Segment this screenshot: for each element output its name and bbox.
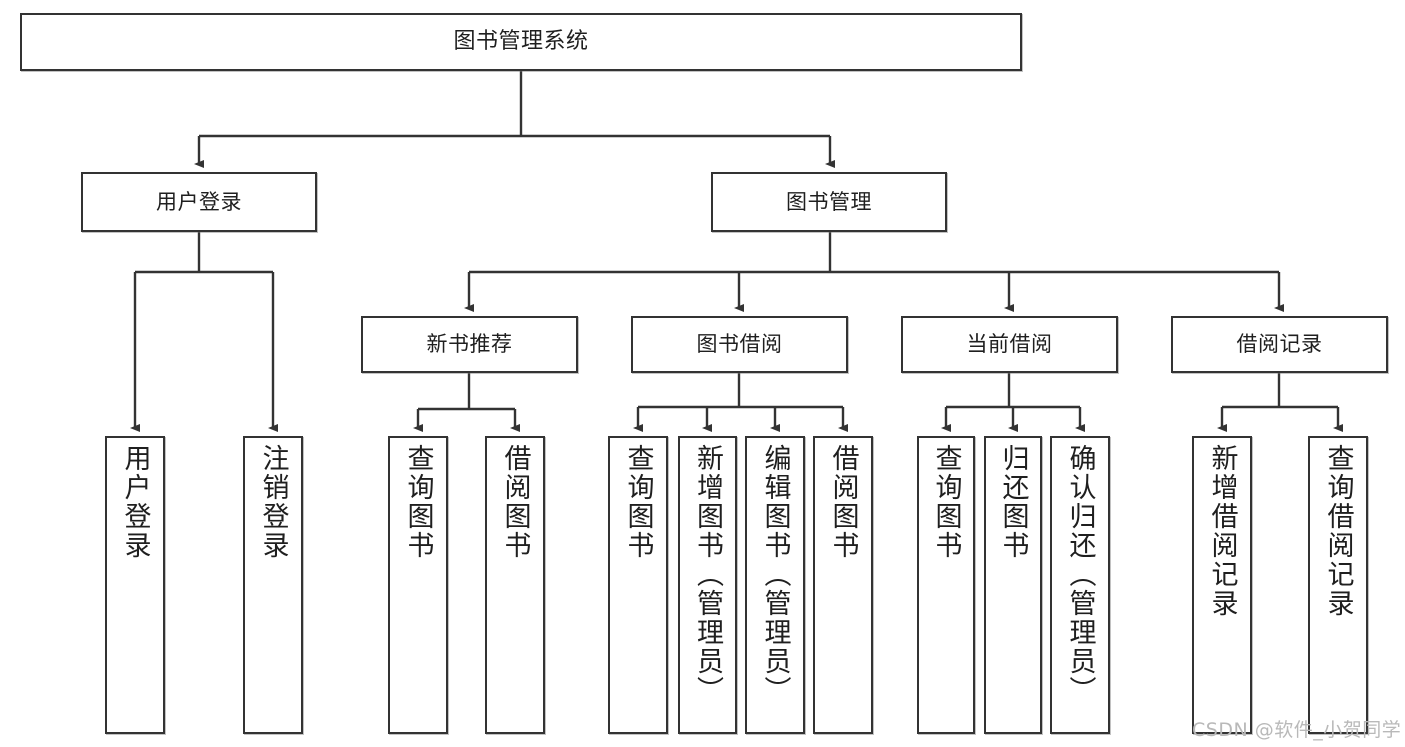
leaf-user-login[interactable]: 用户登录 — [105, 436, 165, 734]
leaf-user-logout-label: 注销登录 — [257, 444, 289, 560]
leaf-add-borrow-record[interactable]: 新增借阅记录 — [1192, 436, 1252, 734]
leaf-query-borrow-record[interactable]: 查询借阅记录 — [1308, 436, 1368, 734]
node-book-borrow-label: 图书借阅 — [696, 332, 783, 357]
csdn-watermark: CSDN @软件_小贺同学 — [1192, 719, 1402, 741]
leaf-user-login-label: 用户登录 — [119, 444, 151, 560]
leaf-return-book[interactable]: 归还图书 — [984, 436, 1042, 734]
node-new-book-recommend-label: 新书推荐 — [426, 332, 513, 357]
leaf-return-book-label: 归还图书 — [997, 444, 1029, 560]
node-book-management[interactable]: 图书管理 — [711, 172, 947, 232]
leaf-lend-book[interactable]: 借阅图书 — [813, 436, 873, 734]
leaf-add-borrow-record-label: 新增借阅记录 — [1206, 444, 1238, 618]
leaf-query-book-current[interactable]: 查询图书 — [917, 436, 975, 734]
leaf-query-book-borrow[interactable]: 查询图书 — [608, 436, 668, 734]
node-current-borrow-label: 当前借阅 — [966, 332, 1053, 357]
node-borrow-records-label: 借阅记录 — [1236, 332, 1323, 357]
node-user-login[interactable]: 用户登录 — [81, 172, 317, 232]
leaf-query-book-borrow-label: 查询图书 — [622, 444, 654, 560]
node-new-book-recommend[interactable]: 新书推荐 — [361, 316, 578, 373]
leaf-user-logout[interactable]: 注销登录 — [243, 436, 303, 734]
node-root-label: 图书管理系统 — [453, 29, 589, 55]
leaf-edit-book-admin-label: 编辑图书（管理员） — [759, 444, 791, 705]
leaf-add-book-admin-label: 新增图书（管理员） — [692, 444, 723, 705]
node-book-management-label: 图书管理 — [786, 189, 872, 214]
node-current-borrow[interactable]: 当前借阅 — [901, 316, 1118, 373]
node-user-login-label: 用户登录 — [156, 189, 242, 214]
leaf-query-book-recommend[interactable]: 查询图书 — [388, 436, 448, 734]
node-root[interactable]: 图书管理系统 — [20, 13, 1022, 71]
leaf-query-book-current-label: 查询图书 — [930, 444, 962, 560]
leaf-borrow-book-recommend[interactable]: 借阅图书 — [485, 436, 545, 734]
leaf-query-borrow-record-label: 查询借阅记录 — [1322, 444, 1354, 618]
node-borrow-records[interactable]: 借阅记录 — [1171, 316, 1388, 373]
leaf-lend-book-label: 借阅图书 — [827, 444, 859, 560]
leaf-confirm-return-admin-label: 确认归还（管理员） — [1064, 444, 1096, 705]
leaf-confirm-return-admin[interactable]: 确认归还（管理员） — [1050, 436, 1110, 734]
leaf-edit-book-admin[interactable]: 编辑图书（管理员） — [745, 436, 805, 734]
leaf-query-book-recommend-label: 查询图书 — [402, 444, 434, 560]
leaf-borrow-book-recommend-label: 借阅图书 — [499, 444, 531, 560]
node-book-borrow[interactable]: 图书借阅 — [631, 316, 848, 373]
leaf-add-book-admin[interactable]: 新增图书（管理员） — [678, 436, 737, 734]
